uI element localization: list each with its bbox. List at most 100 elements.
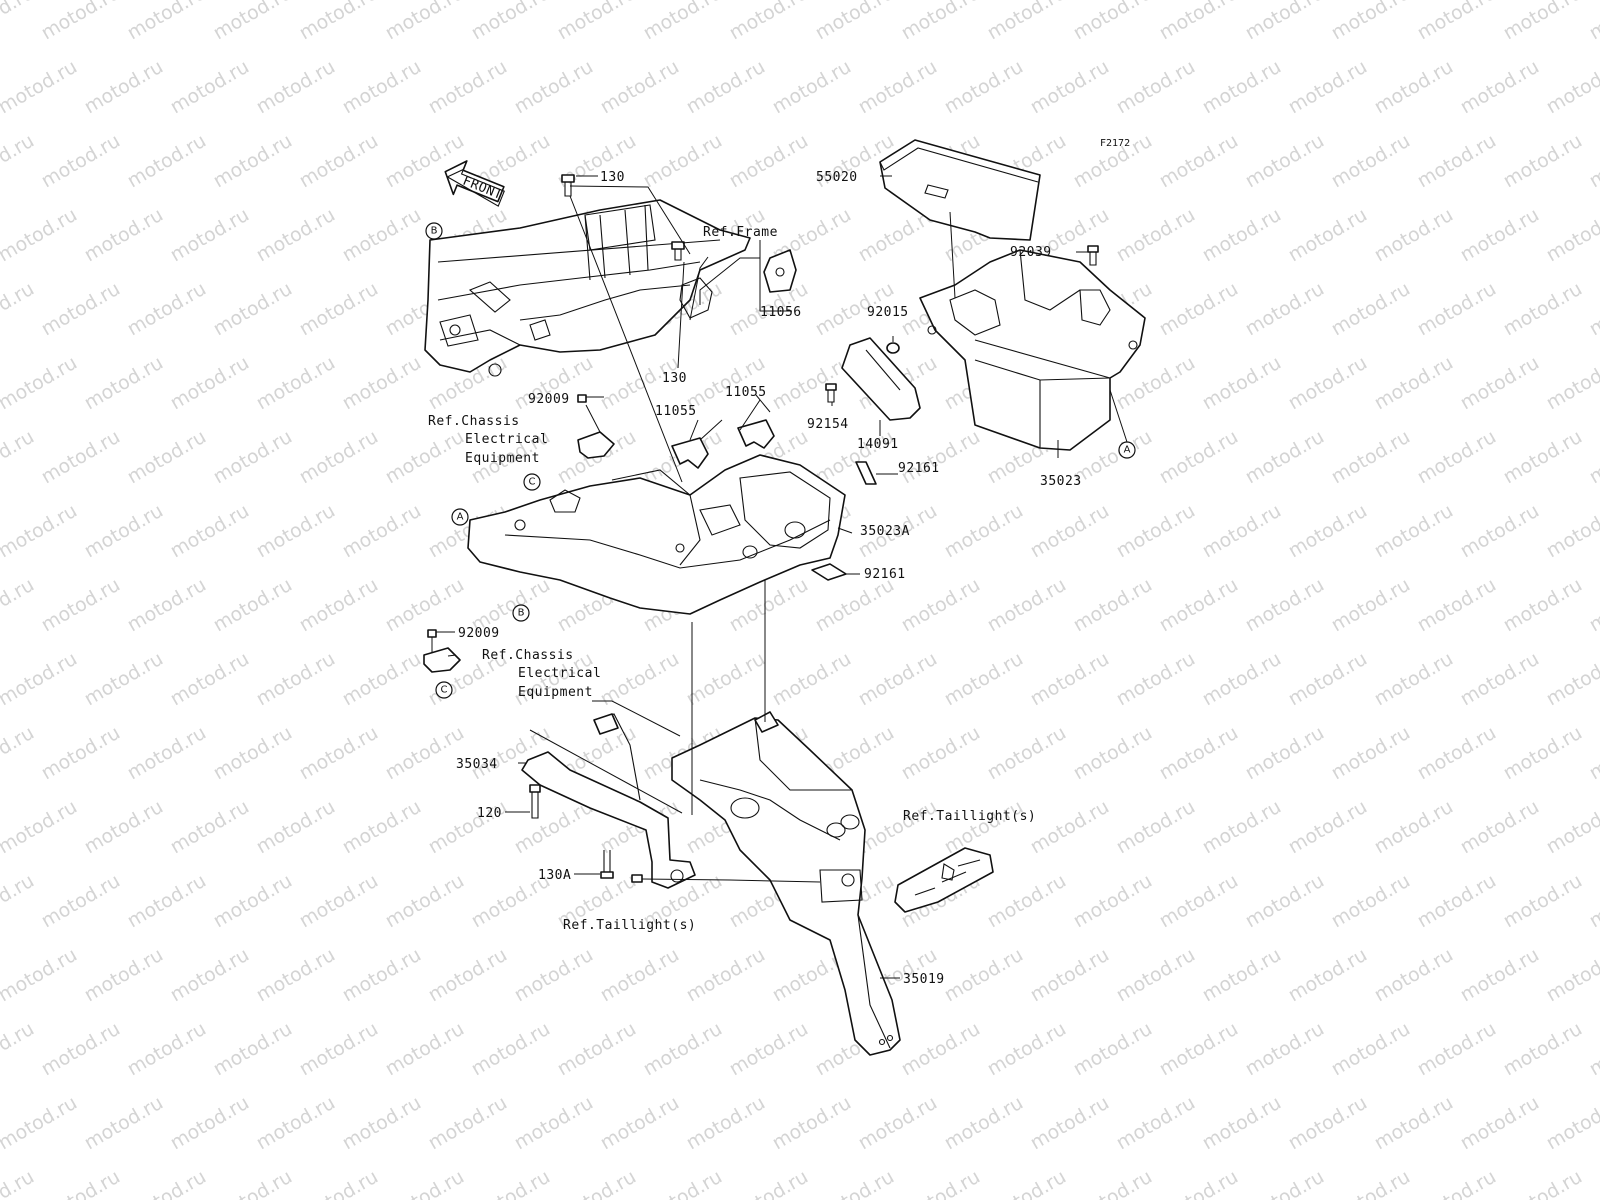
part-11056-drawing <box>763 249 797 293</box>
watermark-text: motod.ru <box>941 56 1027 119</box>
watermark-text: motod.ru <box>0 648 81 711</box>
watermark-text: motod.ru <box>812 1166 898 1200</box>
part-92039-drawing <box>1087 245 1099 266</box>
svg-text:B: B <box>431 226 438 237</box>
watermark-text: motod.ru <box>1414 722 1500 785</box>
watermark-text: motod.ru <box>1285 944 1371 1007</box>
watermark-text: motod.ru <box>1328 574 1414 637</box>
label-55020: 55020 <box>816 170 858 185</box>
watermark-text: motod.ru <box>1242 426 1328 489</box>
watermark-text: motod.ru <box>984 722 1070 785</box>
watermark-text: motod.ru <box>339 648 425 711</box>
watermark-text: motod.ru <box>726 1166 812 1200</box>
watermark-text: motod.ru <box>1027 1092 1113 1155</box>
part-92161-b-drawing <box>811 563 847 581</box>
watermark-text: motod.ru <box>1328 0 1414 44</box>
watermark-text: motod.ru <box>425 1092 511 1155</box>
leader-lines <box>431 175 1128 979</box>
watermark-text: motod.ru <box>382 0 468 44</box>
part-92009-bot-drawing <box>423 629 461 673</box>
part-11055-b-drawing <box>737 419 775 449</box>
svg-text:A: A <box>1124 445 1131 456</box>
watermark-text: motod.ru <box>296 1166 382 1200</box>
label-92015: 92015 <box>867 305 909 320</box>
callout-c-top: C <box>523 473 541 491</box>
watermark-text: motod.ru <box>382 722 468 785</box>
watermark-text: motod.ru <box>210 870 296 933</box>
watermark-text: motod.ru <box>124 130 210 193</box>
watermark-text: motod.ru <box>597 1092 683 1155</box>
watermark-text: motod.ru <box>382 574 468 637</box>
watermark-text: motod.ru <box>296 1018 382 1081</box>
watermark-text: motod.ru <box>167 56 253 119</box>
watermark-text: motod.ru <box>81 796 167 859</box>
part-14091-drawing <box>841 337 921 421</box>
watermark-text: motod.ru <box>1328 1166 1414 1200</box>
watermark-text: motod.ru <box>1027 56 1113 119</box>
watermark-text: motod.ru <box>38 278 124 341</box>
watermark-text: motod.ru <box>1156 278 1242 341</box>
watermark-text: motod.ru <box>726 130 812 193</box>
label-92154: 92154 <box>807 417 849 432</box>
watermark-text: motod.ru <box>1586 130 1600 193</box>
watermark-text: motod.ru <box>1543 56 1600 119</box>
watermark-text: motod.ru <box>81 648 167 711</box>
label-11055-a: 11055 <box>655 404 697 419</box>
watermark-text: motod.ru <box>941 796 1027 859</box>
watermark-text: motod.ru <box>1371 500 1457 563</box>
watermark-text: motod.ru <box>1328 130 1414 193</box>
watermark-text: motod.ru <box>339 204 425 267</box>
watermark-text: motod.ru <box>1500 870 1586 933</box>
watermark-text: motod.ru <box>1199 204 1285 267</box>
watermark-text: motod.ru <box>167 796 253 859</box>
watermark-text: motod.ru <box>296 426 382 489</box>
watermark-text: motod.ru <box>1156 722 1242 785</box>
watermark-text: motod.ru <box>124 278 210 341</box>
watermark-text: motod.ru <box>253 500 339 563</box>
watermark-text: motod.ru <box>1156 1018 1242 1081</box>
watermark-text: motod.ru <box>898 574 984 637</box>
watermark-text: motod.ru <box>1457 796 1543 859</box>
watermark-text: motod.ru <box>210 0 296 44</box>
watermark-text: motod.ru <box>597 56 683 119</box>
watermark-text: motod.ru <box>124 574 210 637</box>
watermark-text: motod.ru <box>81 204 167 267</box>
watermark-text: motod.ru <box>1113 796 1199 859</box>
bolt-130-mid <box>671 241 685 261</box>
watermark-text: motod.ru <box>210 722 296 785</box>
watermark-text: motod.ru <box>0 944 81 1007</box>
part-92154-drawing <box>825 383 837 403</box>
watermark-text: motod.ru <box>1285 56 1371 119</box>
watermark-text: motod.ru <box>167 1092 253 1155</box>
watermark-text: motod.ru <box>210 278 296 341</box>
watermark-text: motod.ru <box>1156 0 1242 44</box>
watermark-text: motod.ru <box>726 0 812 44</box>
watermark-text: motod.ru <box>812 426 898 489</box>
part-35034-drawing <box>521 713 696 889</box>
taillight-bolt-drawing <box>631 874 643 883</box>
watermark-text: motod.ru <box>1543 204 1600 267</box>
watermark-text: motod.ru <box>1371 1092 1457 1155</box>
watermark-text: motod.ru <box>382 1018 468 1081</box>
watermark-text: motod.ru <box>1199 944 1285 1007</box>
watermark-text: motod.ru <box>1285 648 1371 711</box>
watermark-text: motod.ru <box>0 870 38 933</box>
part-55020-drawing <box>879 139 1041 241</box>
watermark-text: motod.ru <box>1027 648 1113 711</box>
watermark-text: motod.ru <box>1156 870 1242 933</box>
watermark-text: motod.ru <box>124 1018 210 1081</box>
watermark-text: motod.ru <box>511 56 597 119</box>
watermark-text: motod.ru <box>210 574 296 637</box>
label-ref-chassis-2-line3: Equipment <box>518 685 593 700</box>
watermark-text: motod.ru <box>855 796 941 859</box>
watermark-text: motod.ru <box>984 870 1070 933</box>
part-92015-drawing <box>886 342 900 354</box>
watermark-text: motod.ru <box>1586 0 1600 44</box>
watermark-text: motod.ru <box>253 648 339 711</box>
watermark-text: motod.ru <box>1543 944 1600 1007</box>
watermark-text: motod.ru <box>296 0 382 44</box>
callout-a-right: A <box>1118 441 1136 459</box>
watermark-text: motod.ru <box>898 722 984 785</box>
watermark-text: motod.ru <box>339 796 425 859</box>
